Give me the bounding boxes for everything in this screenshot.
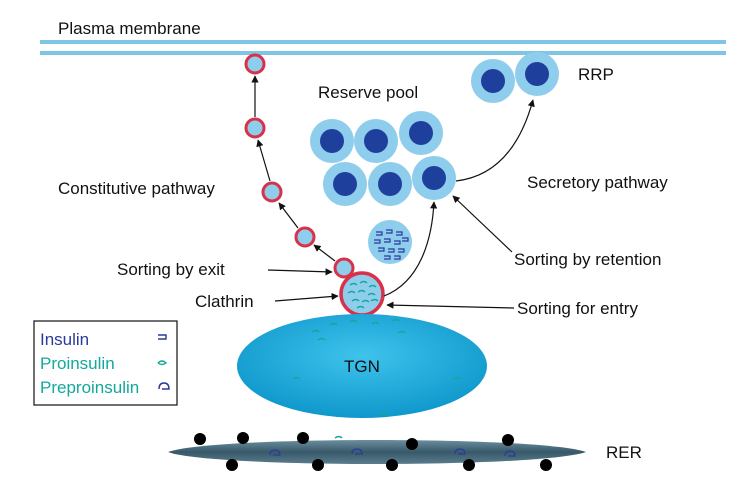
rrp-granules — [471, 52, 559, 103]
clathrin-vesicle — [339, 271, 385, 317]
reserve-pool-label: Reserve pool — [318, 83, 418, 102]
reserve-pool-granules — [310, 111, 456, 206]
constitutive-arrows — [251, 75, 358, 285]
preproinsulin-glyph-icon — [158, 382, 170, 390]
constitutive-vesicles — [244, 53, 355, 279]
secretory-pathway-label: Secretory pathway — [527, 173, 668, 192]
tgn-organelle — [237, 314, 487, 418]
legend: Insulin Proinsulin Preproinsulin — [33, 320, 178, 406]
rer-label: RER — [606, 443, 642, 462]
retention-pointer — [452, 195, 513, 253]
immature-granule — [368, 220, 412, 264]
sorting-by-retention-label: Sorting by retention — [514, 250, 661, 269]
constitutive-pathway-label: Constitutive pathway — [58, 179, 215, 198]
sorting-by-exit-label: Sorting by exit — [117, 260, 225, 279]
legend-item-preproinsulin: Preproinsulin — [40, 378, 139, 397]
proinsulin-glyph-icon — [157, 360, 168, 366]
rer-organelle — [168, 432, 586, 471]
secretory-arrows — [383, 99, 535, 297]
clathrin-pointer — [274, 292, 339, 302]
clathrin-label: Clathrin — [195, 292, 254, 311]
sorting-for-entry-label: Sorting for entry — [517, 299, 638, 318]
insulin-glyph-icon — [158, 334, 167, 340]
legend-box — [33, 320, 178, 406]
plasma-membrane-label: Plasma membrane — [58, 19, 201, 38]
legend-item-proinsulin: Proinsulin — [40, 354, 115, 373]
tgn-label: TGN — [344, 357, 380, 376]
rrp-label: RRP — [578, 65, 614, 84]
legend-item-insulin: Insulin — [40, 330, 89, 349]
entry-pointer — [386, 301, 515, 309]
exit-pointer — [267, 268, 333, 276]
plasma-membrane — [40, 40, 726, 55]
